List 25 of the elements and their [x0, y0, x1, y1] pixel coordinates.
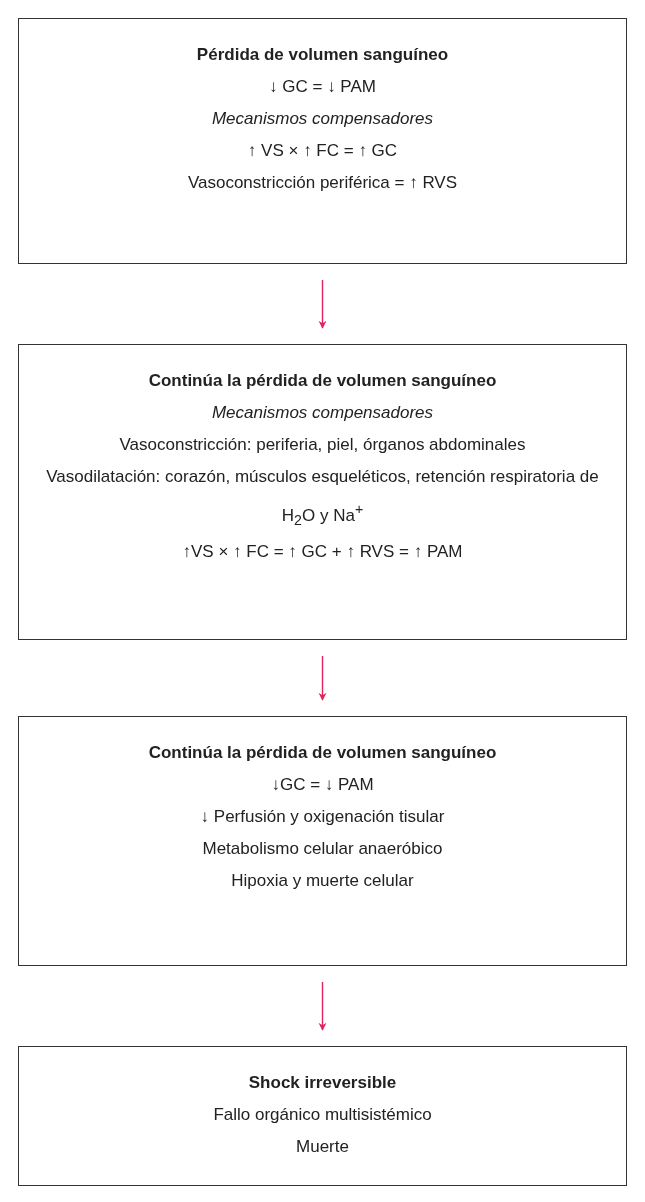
box-text: Fallo orgánico multisistémico: [212, 1104, 433, 1126]
box-text: Hipoxia y muerte celular: [230, 870, 415, 892]
box-text: Vasodilatación: corazón, músculos esqueléticos, retención respiratoria de H$_{2}$O y Na$^{+}$: [45, 466, 600, 531]
subheading: Mecanismos compensadores: [210, 108, 435, 130]
box-text: Muerte: [295, 1136, 350, 1158]
box-heading: Continúa la pérdida de volumen sanguíneo: [147, 370, 498, 392]
arrow: [318, 655, 327, 701]
arrow: [318, 279, 327, 329]
box-text: Metabolismo celular anaeróbico: [201, 838, 444, 860]
process-box: [18, 716, 627, 966]
box-text: Vasoconstricción: periferia, piel, órganos abdominales: [118, 434, 527, 456]
box-text: ↓ GC = ↓ PAM: [268, 76, 377, 98]
box-heading: Shock irreversible: [247, 1072, 398, 1094]
box-text: ↓ Perfusión y oxigenación tisular: [199, 806, 446, 828]
box-text: Vasoconstricción periférica = ↑ RVS: [186, 172, 459, 194]
process-box: [18, 1046, 627, 1186]
box-text: ↑ VS × ↑ FC = ↑ GC: [246, 140, 399, 162]
process-box: [18, 344, 627, 640]
arrow: [318, 981, 327, 1031]
process-box: [18, 18, 627, 264]
box-text: ↓GC = ↓ PAM: [270, 774, 375, 796]
box-text: ↑VS × ↑ FC = ↑ GC + ↑ RVS = ↑ PAM: [181, 541, 464, 564]
subheading: Mecanismos compensadores: [210, 402, 435, 424]
box-heading: Continúa la pérdida de volumen sanguíneo: [147, 742, 498, 764]
box-heading: Pérdida de volumen sanguíneo: [195, 44, 450, 66]
